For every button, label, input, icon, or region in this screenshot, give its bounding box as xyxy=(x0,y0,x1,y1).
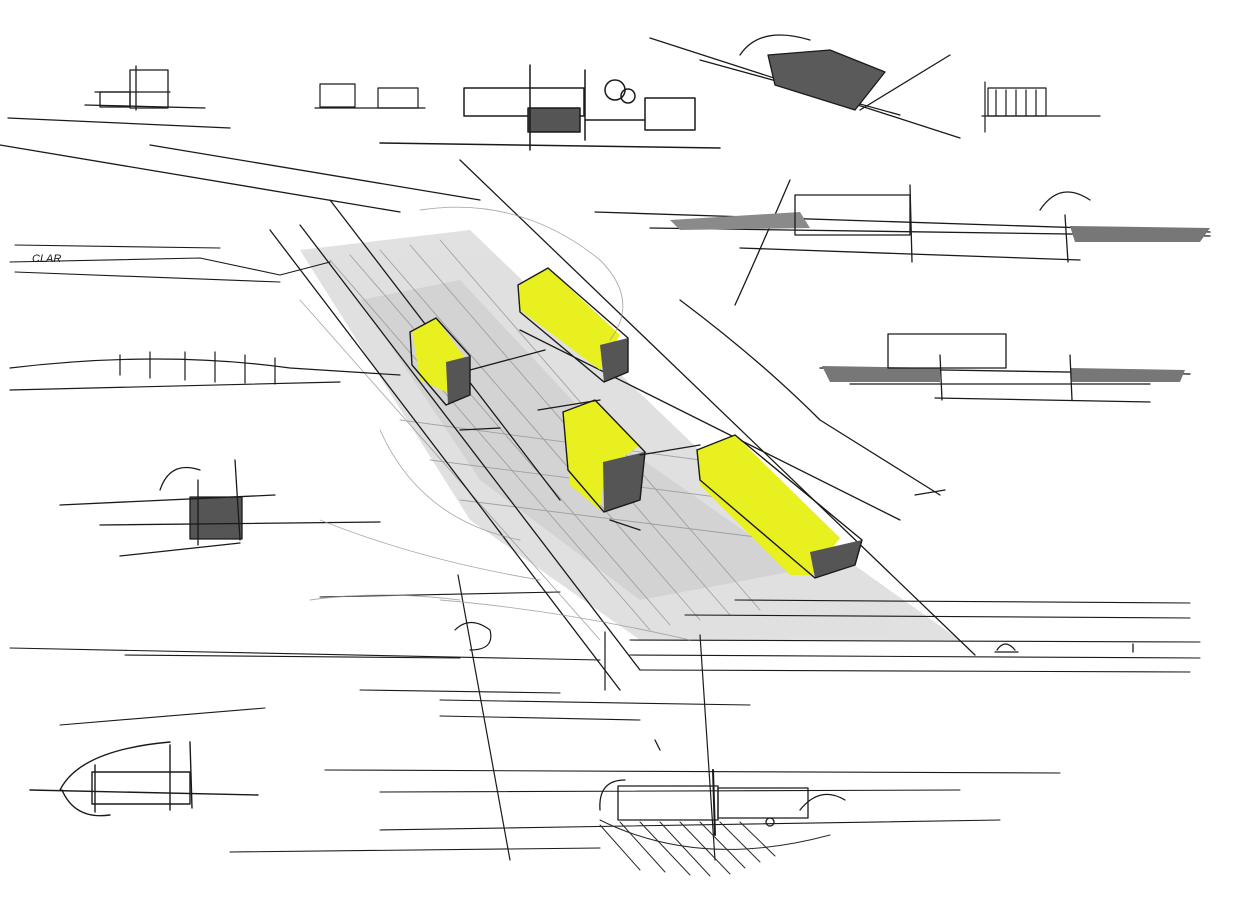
volume-3 xyxy=(562,399,646,513)
section-sketch-top-middle xyxy=(379,64,721,151)
volume-4-shadow xyxy=(810,540,862,578)
vertical-markers xyxy=(454,574,716,861)
section-sketch-top-small xyxy=(314,83,426,109)
section-sketch-left-lower xyxy=(59,459,381,557)
section-sketch-bottom-middle xyxy=(599,769,846,836)
section-sketch-right-middle xyxy=(819,333,1191,403)
highlighted-volumes xyxy=(409,267,863,579)
volume-4 xyxy=(696,434,863,579)
site-annotation-label: CLAR xyxy=(32,253,61,265)
section-sketch-top-left xyxy=(84,65,206,111)
lower-ground-hatch xyxy=(599,819,831,877)
section-sketch-top-far-right xyxy=(981,81,1101,133)
construction-curves xyxy=(309,206,691,641)
volume-2-yellow xyxy=(520,268,620,370)
volume-2-shadow xyxy=(600,338,628,382)
volume-4-yellow xyxy=(697,435,840,575)
small-marks-right xyxy=(654,489,1134,751)
volume-2 xyxy=(517,267,629,383)
volume-1-shadow xyxy=(446,356,470,405)
section-sketch-bottom-left xyxy=(29,741,259,817)
volume-3-shadow xyxy=(603,452,645,512)
volume-connectors xyxy=(459,349,701,531)
volume-1 xyxy=(409,317,471,406)
section-sketch-top-right-tilted xyxy=(649,34,961,139)
section-sketch-right-upper xyxy=(594,184,1211,263)
elevation-left-middle xyxy=(9,351,401,391)
horizontal-site-lines xyxy=(9,591,1201,853)
left-annotation-line xyxy=(9,244,331,283)
diagonal-axis-lines xyxy=(0,117,976,691)
